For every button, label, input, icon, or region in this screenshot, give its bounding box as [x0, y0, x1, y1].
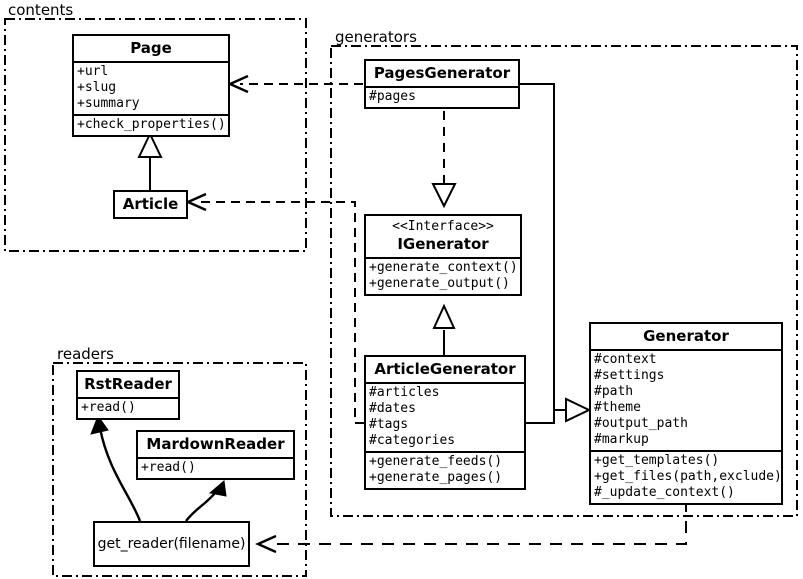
class-stereotype-igenerator: <<Interface>>: [392, 219, 494, 234]
class-box-igenerator[interactable]: <<Interface>> IGenerator +generate_conte…: [364, 214, 522, 296]
class-box-articlegenerator[interactable]: ArticleGenerator #articles #dates #tags …: [364, 355, 526, 490]
class-operations-mardownreader: +read(): [138, 457, 293, 478]
attribute-context: #context: [594, 352, 657, 367]
attribute-output-path: #output_path: [594, 416, 688, 431]
relationship-article-extends-page: [137, 131, 163, 190]
class-box-generator[interactable]: Generator #context #settings #path #them…: [589, 322, 783, 505]
relationship-articlegenerator-to-article: [185, 192, 364, 424]
operation-generate-output: +generate_output(): [369, 276, 510, 291]
package-label-readers: readers: [55, 345, 116, 363]
package-frame-contents: [4, 18, 307, 252]
class-name-mardownreader: MardownReader: [146, 435, 285, 453]
attribute-categories: #categories: [369, 433, 456, 448]
class-operations-rstreader: +read(): [78, 397, 178, 418]
attribute-dates: #dates: [369, 401, 416, 416]
attribute-tags: #tags: [369, 417, 409, 432]
operation-generate-pages: +generate_pages(): [369, 470, 503, 485]
attribute-path: #path: [594, 384, 634, 399]
relationship-generators-extend-generator: [520, 83, 592, 424]
class-name-generator: Generator: [643, 327, 729, 345]
class-name-article: Article: [122, 195, 179, 213]
class-name-pagesgenerator: PagesGenerator: [373, 64, 511, 82]
class-box-rstreader[interactable]: RstReader +read(): [76, 370, 180, 420]
package-label-contents: contents: [6, 1, 76, 19]
class-box-page[interactable]: Page +url +slug +summary +check_properti…: [72, 34, 230, 137]
class-operations-igenerator: +generate_context() +generate_output(): [366, 257, 520, 294]
operation-update-context: #_update_context(): [594, 485, 735, 500]
class-name-page: Page: [130, 39, 172, 57]
class-operations-articlegenerator: +generate_feeds() +generate_pages(): [366, 451, 524, 488]
class-attributes-generator: #context #settings #path #theme #output_…: [591, 349, 781, 450]
function-label-get-reader: get_reader(filename): [97, 536, 246, 552]
relationship-pagesgenerator-to-page: [227, 74, 363, 94]
operation-check-properties: +check_properties(): [77, 117, 226, 132]
operation-read-markdown: +read(): [141, 460, 196, 475]
operation-read-rst: +read(): [81, 400, 136, 415]
class-attributes-pagesgenerator: #pages: [366, 86, 518, 107]
attribute-url: +url: [77, 64, 109, 79]
operation-generate-context: +generate_context(): [369, 260, 518, 275]
class-attributes-page: +url +slug +summary: [74, 61, 228, 114]
operation-generate-feeds: +generate_feeds(): [369, 454, 503, 469]
class-operations-generator: +get_templates() +get_files(path,exclude…: [591, 450, 782, 503]
package-frame-generators: [330, 45, 798, 517]
function-box-get-reader[interactable]: get_reader(filename): [93, 521, 250, 567]
relationship-get-reader-creates-rstreader: [90, 414, 142, 522]
attribute-articles: #articles: [369, 385, 440, 400]
relationship-get-reader-creates-mardownreader: [185, 480, 227, 522]
class-name-igenerator: IGenerator: [397, 235, 489, 253]
package-label-generators: generators: [333, 28, 419, 46]
attribute-slug: +slug: [77, 80, 117, 95]
operation-get-templates: +get_templates(): [594, 453, 720, 468]
attribute-theme: #theme: [594, 400, 641, 415]
class-name-articlegenerator: ArticleGenerator: [374, 360, 516, 378]
attribute-settings: #settings: [594, 368, 665, 383]
attribute-markup: #markup: [594, 432, 649, 447]
class-name-rstreader: RstReader: [84, 375, 172, 393]
package-frame-readers: [52, 362, 307, 577]
attribute-summary: +summary: [77, 96, 140, 111]
relationship-pagesgenerator-realizes-igenerator: [431, 111, 457, 209]
class-operations-page: +check_properties(): [74, 114, 228, 135]
class-box-pagesgenerator[interactable]: PagesGenerator #pages: [364, 59, 520, 109]
class-attributes-articlegenerator: #articles #dates #tags #categories: [366, 382, 524, 451]
class-box-article[interactable]: Article: [113, 190, 188, 219]
class-box-mardownreader[interactable]: MardownReader +read(): [136, 430, 295, 480]
relationship-articlegenerator-extends-igenerator: [432, 303, 456, 355]
operation-get-files: +get_files(path,exclude): [594, 469, 782, 484]
relationship-generator-to-get-reader: [255, 500, 687, 554]
attribute-pages: #pages: [369, 89, 416, 104]
